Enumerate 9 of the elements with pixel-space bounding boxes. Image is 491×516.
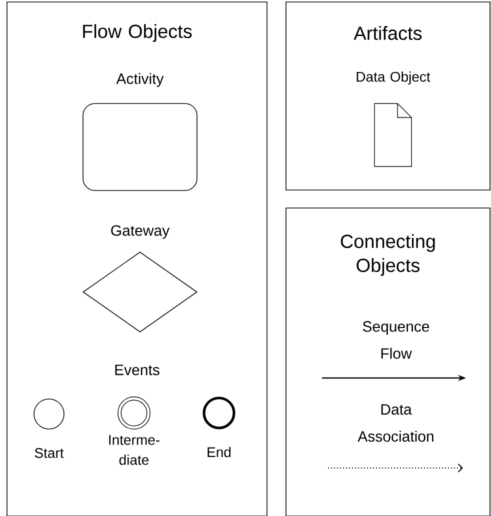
- node-label: Activity: [116, 73, 164, 87]
- activity-box: Activity: [82, 73, 198, 191]
- label: Data Association: [358, 404, 434, 442]
- label: Sequence Flow: [362, 321, 430, 359]
- node-label: Gateway: [111, 225, 170, 239]
- node-label: Start: [34, 448, 64, 458]
- node-label: Interme- diate: [109, 435, 160, 465]
- node-label: End: [208, 446, 231, 458]
- label: Events: [115, 364, 160, 376]
